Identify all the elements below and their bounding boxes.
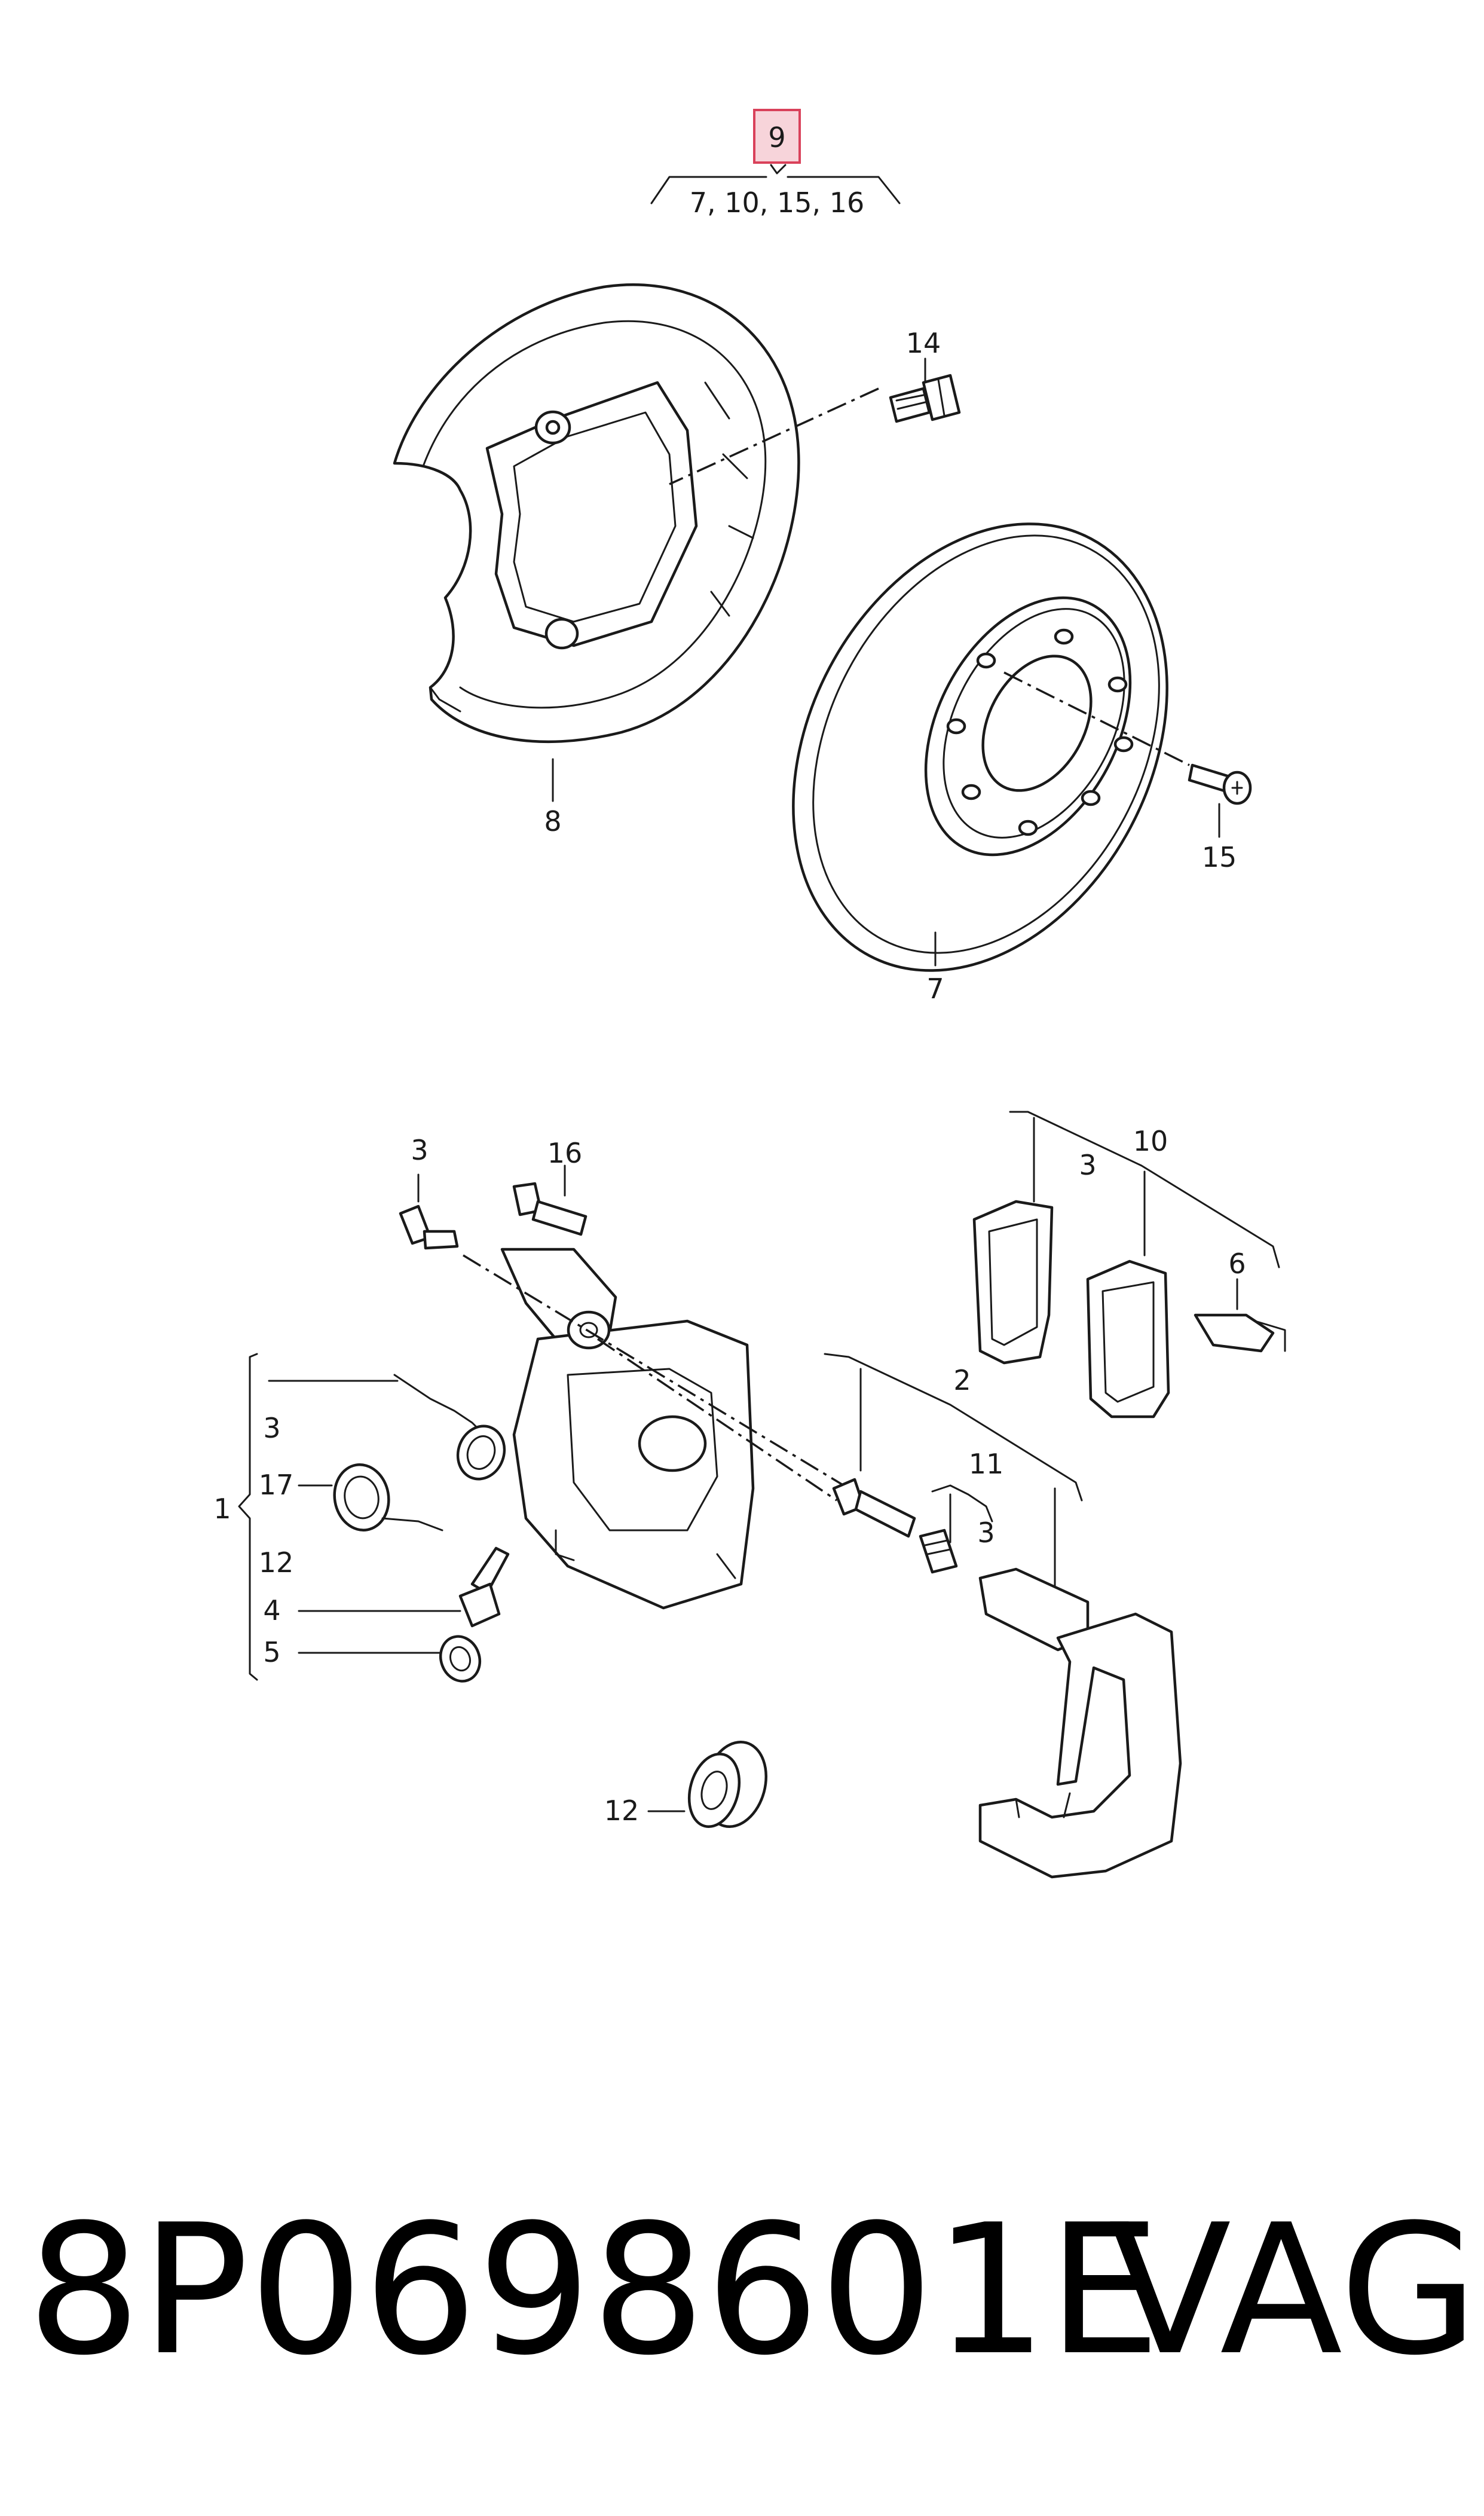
bolt-16-drawing bbox=[512, 1182, 588, 1236]
rubber-plug-drawing bbox=[687, 1741, 768, 1829]
callout-1: 1 bbox=[213, 1493, 231, 1525]
bolt-3-drawing bbox=[399, 1204, 459, 1250]
dust-cap-drawing bbox=[439, 1635, 482, 1683]
axis-3 bbox=[597, 1338, 837, 1502]
callout-17: 17 bbox=[259, 1469, 294, 1501]
bleeder-valve-drawing bbox=[458, 1546, 510, 1628]
group-1-bracket bbox=[238, 1353, 461, 1681]
spring-clip-drawing bbox=[333, 1374, 506, 1531]
callout-2: 2 bbox=[953, 1364, 971, 1396]
part-number: 8P0698601E bbox=[27, 2186, 1161, 2395]
group-9-callout: 9 7, 10, 15, 16 bbox=[650, 109, 901, 219]
group-9-members: 7, 10, 15, 16 bbox=[690, 187, 865, 219]
callout-3a: 3 bbox=[411, 1134, 428, 1166]
carrier-bracket-drawing bbox=[978, 1567, 1182, 1879]
callout-12b: 12 bbox=[604, 1794, 640, 1827]
callout-5: 5 bbox=[263, 1636, 280, 1668]
axis-15 bbox=[1003, 671, 1190, 766]
brake-disc-drawing bbox=[792, 522, 1168, 972]
guide-sleeve-drawing bbox=[919, 1528, 958, 1574]
callout-11: 11 bbox=[969, 1448, 1004, 1480]
brake-pads-drawing bbox=[972, 1111, 1280, 1419]
bolt-14-drawing bbox=[889, 374, 961, 423]
callout-8: 8 bbox=[544, 805, 561, 837]
callout-4: 4 bbox=[263, 1594, 280, 1627]
axis-16 bbox=[463, 1254, 849, 1490]
backing-plate-drawing bbox=[393, 283, 800, 744]
group-9-label: 9 bbox=[768, 121, 785, 154]
callout-15: 15 bbox=[1202, 841, 1237, 873]
callout-12a: 12 bbox=[259, 1546, 294, 1579]
brand-name: VAG bbox=[1109, 2186, 1478, 2395]
group-9-highlight bbox=[753, 109, 801, 164]
callout-7: 7 bbox=[926, 973, 944, 1005]
axis-14 bbox=[669, 387, 879, 485]
callout-3d: 3 bbox=[263, 1412, 280, 1444]
bracket-2 bbox=[824, 1353, 1083, 1502]
caliper-drawing bbox=[500, 1248, 755, 1610]
callout-3b: 3 bbox=[1079, 1149, 1096, 1181]
callout-10: 10 bbox=[1133, 1125, 1168, 1157]
callout-3c: 3 bbox=[977, 1517, 995, 1549]
bracket-11 bbox=[931, 1484, 993, 1523]
guide-bolt-drawing bbox=[832, 1478, 916, 1538]
pad-clip-drawing bbox=[1194, 1313, 1286, 1353]
callout-6: 6 bbox=[1228, 1248, 1246, 1280]
callout-14: 14 bbox=[906, 327, 941, 359]
callout-16: 16 bbox=[547, 1137, 583, 1169]
screw-15-drawing bbox=[1188, 763, 1252, 805]
